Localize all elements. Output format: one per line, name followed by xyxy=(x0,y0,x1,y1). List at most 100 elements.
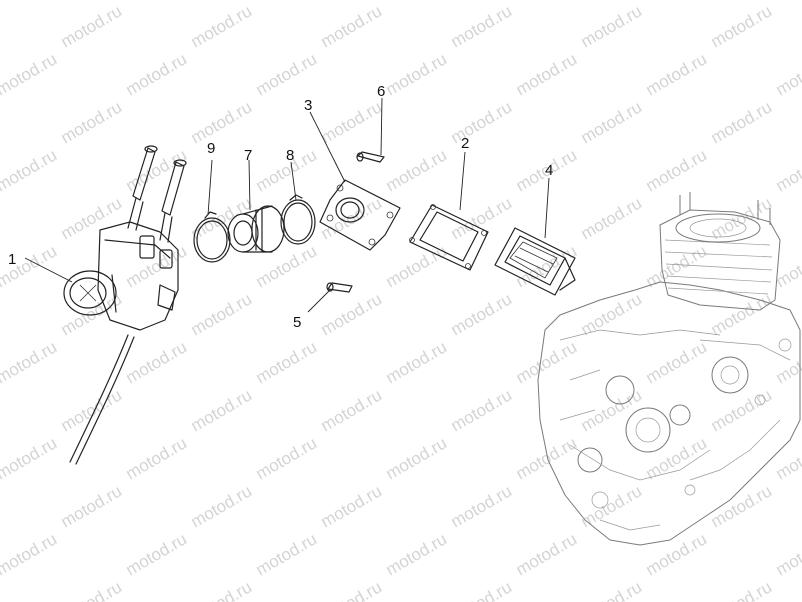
watermark-text: motod.ru xyxy=(58,385,126,435)
watermark-text: motod.ru xyxy=(0,529,60,579)
watermark-text: motod.ru xyxy=(448,97,516,147)
leader-3 xyxy=(309,111,346,183)
callout-labels: 1 2 3 4 5 6 7 8 9 xyxy=(8,83,553,331)
callout-2: 2 xyxy=(461,135,469,152)
watermark-text: motod.ru xyxy=(0,433,60,483)
watermark-text: motod.ru xyxy=(708,97,776,147)
watermark-text: motod.ru xyxy=(513,529,581,579)
watermark-text: motod.ru xyxy=(123,433,191,483)
watermark-text: motod.ru xyxy=(318,97,386,147)
reed-gasket xyxy=(409,204,489,271)
watermark-text: motod.ru xyxy=(383,241,451,291)
watermark-text: motod.ru xyxy=(123,145,191,195)
bolt-6 xyxy=(356,151,385,163)
callout-7: 7 xyxy=(244,147,252,164)
watermark-text: motod.ru xyxy=(643,529,711,579)
watermark-text: motod.ru xyxy=(123,337,191,387)
callout-6: 6 xyxy=(377,83,385,100)
watermark-text: motod.ru xyxy=(448,481,516,531)
watermark-text: motod.ru xyxy=(578,97,646,147)
watermark-text: motod.ru xyxy=(773,241,802,291)
engine-block xyxy=(537,192,801,546)
leader-2 xyxy=(459,151,466,211)
watermark-text: motod.ru xyxy=(578,1,646,51)
watermark-text: motod.ru xyxy=(58,193,126,243)
watermark-text: motod.ru xyxy=(383,145,451,195)
watermark-text: motod.ru xyxy=(708,1,776,51)
intake-sleeve xyxy=(227,205,285,253)
watermark-text: motod.ru xyxy=(318,289,386,339)
watermark-text: motod.ru xyxy=(318,1,386,51)
watermark-text: motod.ru xyxy=(708,193,776,243)
watermark-text: motod.ru xyxy=(643,0,711,3)
watermark-text: motod.ru xyxy=(448,577,516,602)
watermark-text: motod.ru xyxy=(253,49,321,99)
callout-1: 1 xyxy=(8,251,16,268)
watermark-text: motod.ru xyxy=(448,193,516,243)
leader-9 xyxy=(207,159,213,216)
watermark-text: motod.ru xyxy=(513,49,581,99)
watermark-text: motod.ru xyxy=(253,241,321,291)
watermark-text: motod.ru xyxy=(578,577,646,602)
watermark-text: motod.ru xyxy=(123,0,191,3)
watermark-text: motod.ru xyxy=(0,49,60,99)
watermark-text: motod.ru xyxy=(318,481,386,531)
leader-6 xyxy=(380,97,383,156)
watermark-text: motod.ru xyxy=(188,577,256,602)
leader-7 xyxy=(248,159,251,211)
callout-4: 4 xyxy=(545,162,553,179)
carburetor xyxy=(63,145,187,465)
bolt-5 xyxy=(326,282,353,293)
watermark-text: motod.ru xyxy=(513,433,581,483)
watermark-text: motod.ru xyxy=(773,529,802,579)
watermark-text: motod.ru xyxy=(123,529,191,579)
watermark-text: motod.ru xyxy=(253,0,321,3)
watermark-text: motod.ru xyxy=(58,97,126,147)
watermark-text: motod.ru xyxy=(0,0,60,3)
watermark-text: motod.ru xyxy=(448,1,516,51)
watermark-text: motod.ru xyxy=(0,145,60,195)
watermark-text: motod.ru xyxy=(708,385,776,435)
watermark-text: motod.ru xyxy=(773,0,802,3)
watermark-text: motod.ru xyxy=(448,289,516,339)
watermark-text: motod.ru xyxy=(253,433,321,483)
watermark-text: motod.ru xyxy=(188,1,256,51)
watermark-text: motod.ru xyxy=(318,577,386,602)
callout-3: 3 xyxy=(304,97,312,114)
watermark-text: motod.ru xyxy=(188,481,256,531)
callout-9: 9 xyxy=(207,140,215,157)
watermark-text: motod.ru xyxy=(188,289,256,339)
watermark-text: motod.ru xyxy=(643,49,711,99)
hose-clamp-8 xyxy=(280,194,316,245)
watermark-text: motod.ru xyxy=(708,289,776,339)
watermark-text: motod.ru xyxy=(383,337,451,387)
watermark-text: motod.ru xyxy=(643,145,711,195)
watermark-text: motod.ru xyxy=(643,337,711,387)
reed-valve xyxy=(494,227,576,296)
watermark-text: motod.ru xyxy=(318,385,386,435)
leader-8 xyxy=(290,161,297,201)
leader-lines xyxy=(24,97,550,313)
watermark-text: motod.ru xyxy=(773,433,802,483)
watermark-text: motod.ru xyxy=(58,577,126,602)
watermark-text: motod.ru xyxy=(383,433,451,483)
watermark-text: motod.ru xyxy=(773,145,802,195)
watermark-text: motod.ru xyxy=(578,385,646,435)
watermark-text: motod.ru xyxy=(188,97,256,147)
intake-manifold xyxy=(319,179,401,251)
watermark-text: motod.ru xyxy=(383,529,451,579)
watermark-text: motod.ru xyxy=(253,337,321,387)
watermark-text: motod.ru xyxy=(578,193,646,243)
watermark-text: motod.ru xyxy=(383,0,451,3)
watermark-text: motod.ru xyxy=(188,385,256,435)
watermark-text: motod.ru xyxy=(253,529,321,579)
watermark-text: motod.ru xyxy=(123,49,191,99)
watermark-text: motod.ru xyxy=(773,49,802,99)
watermark-text: motod.ru xyxy=(773,337,802,387)
watermark-text: motod.ru xyxy=(383,49,451,99)
watermark-text: motod.ru xyxy=(448,385,516,435)
hose-clamp-9 xyxy=(193,211,231,263)
leader-4 xyxy=(544,177,550,239)
